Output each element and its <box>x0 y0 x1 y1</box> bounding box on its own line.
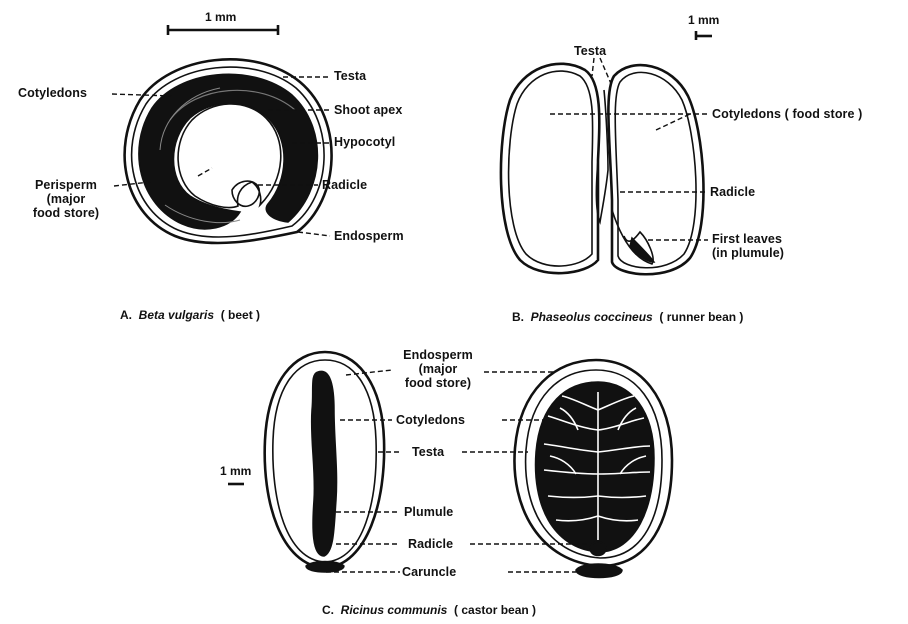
panel-b-label-testa: Testa <box>574 44 606 58</box>
panel-a-label-radicle: Radicle <box>322 178 367 192</box>
caption-common: ( beet ) <box>221 308 260 322</box>
panel-c-label-testa: Testa <box>412 445 444 459</box>
caption-species: Beta vulgaris <box>139 308 214 322</box>
endosperm-line-2: (major <box>390 362 486 376</box>
caption-common: ( runner bean ) <box>659 310 743 324</box>
panel-c-label-plumule: Plumule <box>404 505 453 519</box>
panel-c-label-radicle: Radicle <box>408 537 453 551</box>
panel-b-label-radicle: Radicle <box>710 185 755 199</box>
caption-species: Ricinus communis <box>341 603 448 617</box>
beet-seed-section-icon <box>112 25 332 243</box>
panel-b-scale-label: 1 mm <box>688 13 719 27</box>
panel-a-scale-label: 1 mm <box>205 10 236 24</box>
perisperm-line-3: food store) <box>18 206 114 220</box>
caption-common: ( castor bean ) <box>454 603 536 617</box>
panel-b-label-first-leaves: First leaves (in plumule) <box>712 232 784 260</box>
perisperm-line-1: Perisperm <box>18 178 114 192</box>
runner-bean-section-icon <box>501 31 712 274</box>
perisperm-line-2: (major <box>18 192 114 206</box>
panel-a-label-endosperm: Endosperm <box>334 229 404 243</box>
panel-b-label-cotyledons: Cotyledons ( food store ) <box>712 107 862 121</box>
panel-a-label-shoot-apex: Shoot apex <box>334 103 402 117</box>
caption-letter: A. <box>120 308 132 322</box>
castor-seed-side-section-icon <box>228 352 400 572</box>
panel-c-label-cotyledons: Cotyledons <box>396 413 465 427</box>
endosperm-line-1: Endosperm <box>390 348 486 362</box>
first-leaves-line-2: (in plumule) <box>712 246 784 260</box>
panel-a-label-cotyledons: Cotyledons <box>18 86 87 100</box>
panel-a-label-hypocotyl: Hypocotyl <box>334 135 395 149</box>
panel-c-caption: C. Ricinus communis ( castor bean ) <box>322 603 536 617</box>
panel-a-caption: A. Beta vulgaris ( beet ) <box>120 308 260 322</box>
caption-letter: B. <box>512 310 524 324</box>
caption-letter: C. <box>322 603 334 617</box>
first-leaves-line-1: First leaves <box>712 232 784 246</box>
panel-c-label-endosperm: Endosperm (major food store) <box>390 348 486 390</box>
panel-c-scale-label: 1 mm <box>220 464 251 478</box>
caption-species: Phaseolus coccineus <box>531 310 653 324</box>
panel-a-label-testa: Testa <box>334 69 366 83</box>
panel-b-caption: B. Phaseolus coccineus ( runner bean ) <box>512 310 743 324</box>
castor-seed-face-section-icon <box>462 360 672 578</box>
endosperm-line-3: food store) <box>390 376 486 390</box>
panel-a-label-perisperm: Perisperm (major food store) <box>18 178 114 220</box>
panel-c-label-caruncle: Caruncle <box>402 565 456 579</box>
